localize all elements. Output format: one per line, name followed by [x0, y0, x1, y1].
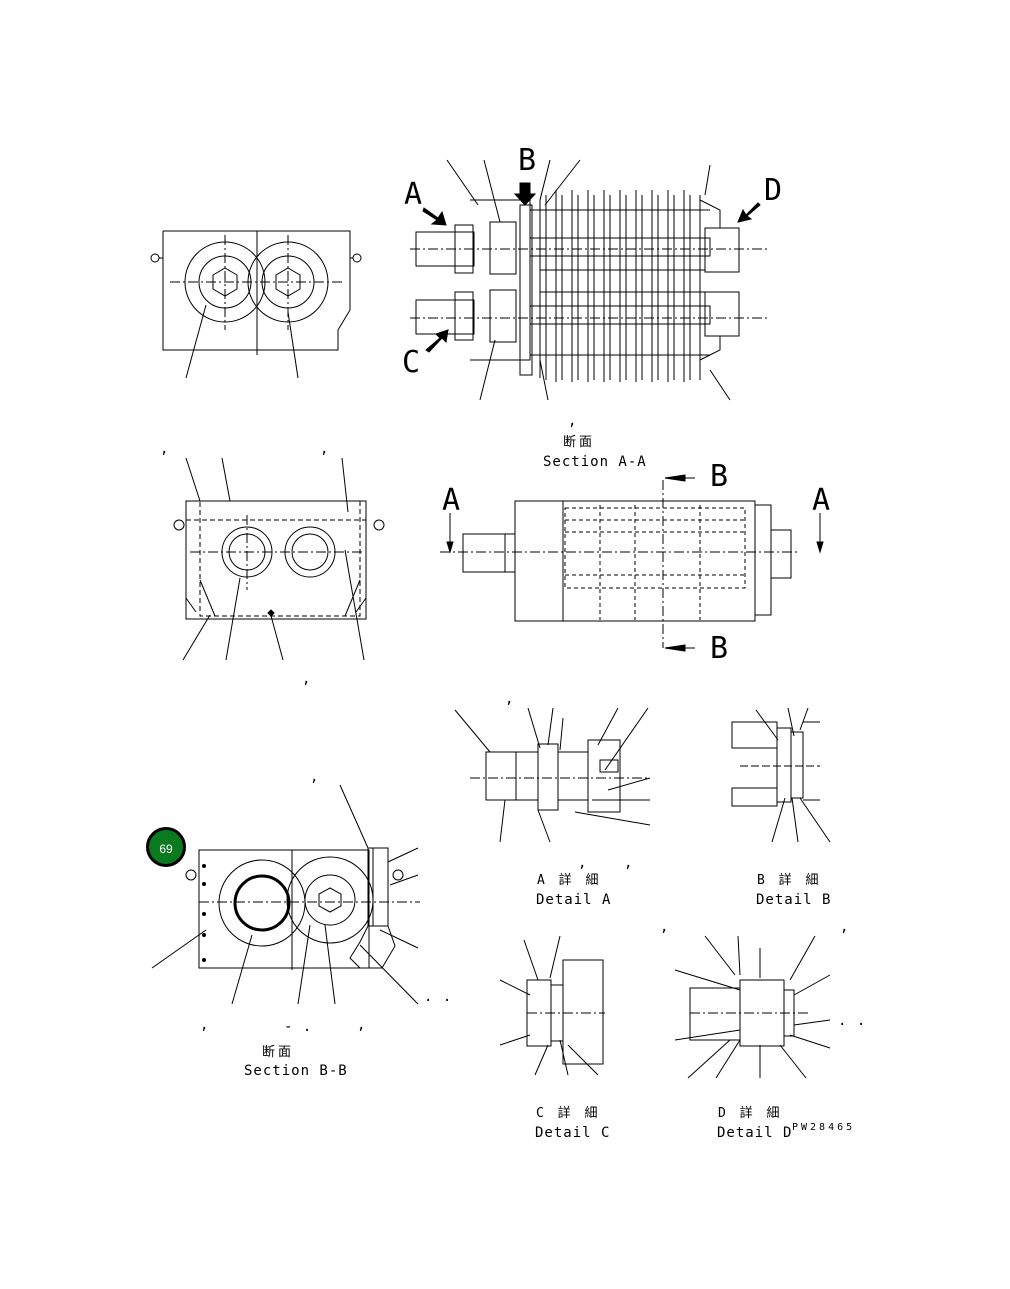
detail-a-caption: Detail A [536, 892, 612, 908]
arrow-d-icon [737, 202, 761, 223]
callout-mark: , [310, 769, 320, 785]
end-view-middle-left [173, 457, 385, 661]
marker-b-top: B [518, 143, 537, 178]
end-view-top-left [150, 230, 362, 379]
section-a-a [410, 159, 770, 401]
detail-b-jp: B 詳 細 [757, 873, 822, 888]
arrow-b-icon [513, 182, 537, 206]
callout-mark: . . [424, 989, 453, 1005]
detail-b [731, 707, 831, 843]
section-b-caption: Section B-B [244, 1063, 348, 1079]
detail-a [454, 707, 651, 843]
callout-mark: - . [284, 1019, 313, 1035]
marker-a-left: A [442, 483, 461, 518]
detail-c-jp: C 詳 細 [536, 1106, 601, 1121]
section-a-jp: 断面 [563, 435, 596, 450]
marker-a-top: A [404, 177, 423, 212]
callout-mark: , [624, 855, 634, 871]
marker-b-lower: B [710, 631, 729, 666]
callout-mark: , [160, 441, 170, 457]
detail-c-caption: Detail C [535, 1125, 611, 1141]
arrow-c-icon [425, 329, 449, 353]
detail-b-caption: Detail B [756, 892, 832, 908]
marker-d-top: D [764, 173, 783, 208]
section-a-caption: Section A-A [543, 454, 647, 470]
detail-d-jp: D 詳 細 [718, 1106, 783, 1121]
callout-mark: , [357, 1017, 367, 1033]
marker-b-upper: B [710, 459, 729, 494]
detail-d-caption: Detail D [717, 1125, 793, 1141]
callout-mark: , [660, 919, 670, 935]
marker-c-top: C [402, 345, 421, 380]
detail-d [674, 935, 831, 1079]
section-b-b [151, 784, 420, 1005]
callout-mark: , [578, 855, 588, 871]
callout-mark: . . [838, 1013, 867, 1029]
side-view [440, 474, 824, 652]
page-badge-number: 69 [159, 842, 173, 856]
callout-mark: , [320, 441, 330, 457]
rotor-discs [539, 190, 701, 382]
callout-mark: , [200, 1017, 210, 1033]
callout-mark: , [302, 671, 312, 687]
page-badge[interactable]: 69 [146, 827, 186, 867]
detail-c [499, 935, 605, 1076]
callout-mark: , [505, 691, 515, 707]
detail-a-jp: A 詳 細 [537, 873, 602, 888]
drawing-id: PW28465 [792, 1122, 856, 1133]
callout-mark: , [840, 919, 850, 935]
callout-mark: , [568, 413, 578, 429]
section-b-jp: 断面 [262, 1045, 295, 1060]
arrow-a-icon [422, 207, 447, 226]
marker-a-right: A [812, 483, 831, 518]
